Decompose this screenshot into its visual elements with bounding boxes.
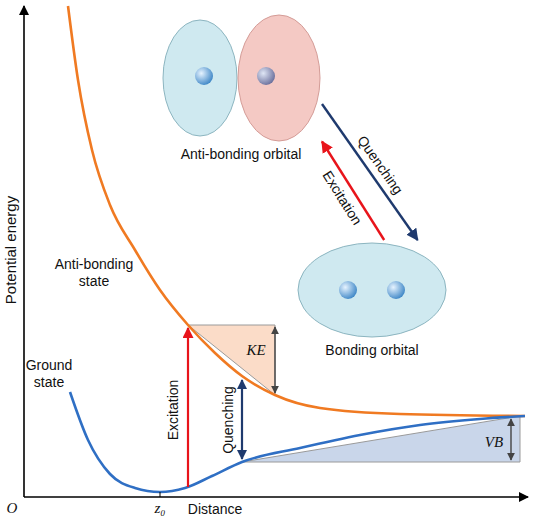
bonding-lobe [298, 243, 446, 337]
plot-label: Distance [188, 501, 242, 518]
label-holder: Ground state [21, 357, 77, 391]
label-holder: Excitation [165, 380, 182, 441]
plot-label: O [7, 499, 18, 517]
plot-label: Potential energy [2, 196, 20, 304]
anti-bonding-curve [68, 6, 525, 416]
plot-label: Ground state [21, 357, 77, 391]
bonding-lobe [163, 20, 237, 136]
x-axis [24, 496, 528, 498]
label-holder: O [7, 499, 18, 517]
label-holder: Quenching [220, 386, 237, 454]
label-holder: KE [246, 341, 265, 359]
nucleus [257, 67, 275, 85]
plot-label: z₀ [154, 499, 165, 517]
label-holder: VB [485, 433, 503, 451]
plot-label: Anti-bonding state [48, 256, 140, 290]
transition-arrow [322, 104, 418, 240]
label-holder: Potential energy [2, 196, 20, 304]
plot-label: Excitation [165, 380, 182, 441]
quenching-arrow [241, 380, 243, 459]
label-holder: Distance [188, 501, 242, 518]
plot-label: VB [485, 433, 503, 451]
transition-label: Excitation [318, 166, 367, 230]
orbital-shape [160, 14, 322, 144]
orbital-node: Bonding orbital [296, 240, 448, 360]
nucleus [195, 67, 213, 85]
nucleus [339, 281, 357, 299]
barrier-triangle [242, 416, 520, 462]
kinetic-energy-triangle [188, 325, 275, 395]
ground-state-curve [70, 392, 525, 492]
plot-label: KE [246, 341, 265, 359]
label-holder: z₀ [154, 499, 165, 517]
label-holder: Excitation [318, 166, 367, 230]
nucleus [387, 281, 405, 299]
orbital-label: Anti-bonding orbital [160, 144, 322, 164]
label-holder: Anti-bonding state [48, 256, 140, 290]
orbital-node: Anti-bonding orbital [160, 14, 322, 164]
orbital-label: Bonding orbital [296, 340, 448, 360]
z0-tick [160, 492, 161, 497]
orbital-shape [296, 240, 448, 340]
excitation-arrow [187, 328, 189, 487]
antibonding-lobe [238, 15, 320, 141]
transition-label: Quenching [353, 130, 408, 198]
barrier-arrow [510, 419, 511, 460]
plot-label: Quenching [220, 386, 237, 454]
kinetic-energy-arrow [274, 327, 275, 393]
y-axis [23, 6, 25, 497]
label-holder: Quenching [353, 130, 408, 198]
